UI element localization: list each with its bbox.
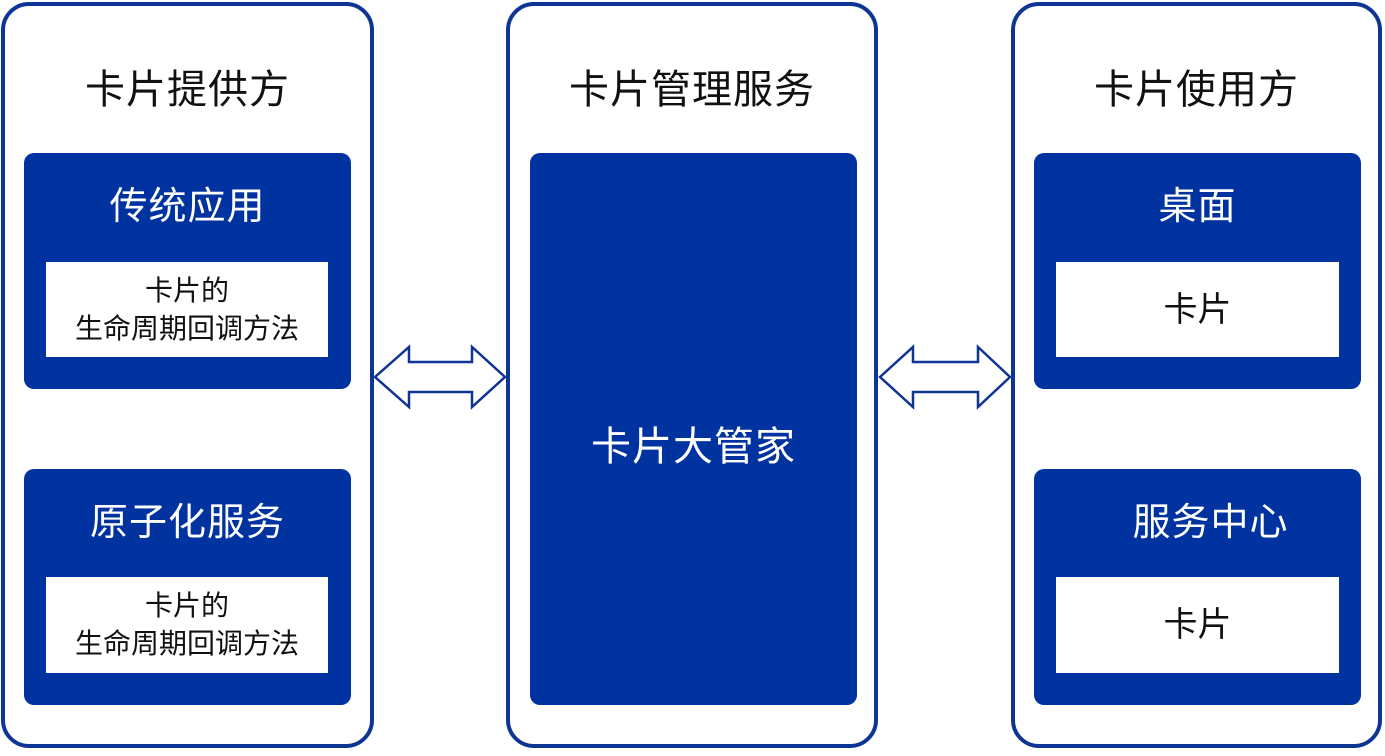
traditional-app-title: 传统应用 — [109, 184, 266, 228]
lifecycle-callback-line2: 生命周期回调方法 — [74, 627, 299, 660]
service-center-card: 服务中心 卡片 — [1034, 469, 1361, 705]
consumer-panel: 卡片使用方 桌面 卡片 服务中心 卡片 — [1011, 2, 1382, 748]
manager-title: 卡片管理服务 — [569, 67, 815, 113]
atomic-service-title: 原子化服务 — [89, 500, 285, 544]
manager-panel: 卡片管理服务 卡片大管家 — [506, 2, 878, 748]
lifecycle-callback-line2: 生命周期回调方法 — [74, 311, 299, 345]
bidirectional-arrow-icon — [878, 344, 1012, 410]
bidirectional-arrow-icon — [373, 344, 507, 410]
card-manager-label: 卡片大管家 — [591, 424, 796, 470]
provider-panel: 卡片提供方 传统应用 卡片的 生命周期回调方法 原子化服务 卡片的 生命周期回调… — [1, 2, 374, 748]
widget-box: 卡片 — [1056, 262, 1339, 357]
lifecycle-callback-box: 卡片的 生命周期回调方法 — [46, 262, 328, 357]
service-center-title: 服务中心 — [1132, 500, 1289, 544]
lifecycle-callback-line1: 卡片的 — [144, 273, 229, 307]
atomic-service-card: 原子化服务 卡片的 生命周期回调方法 — [24, 469, 351, 705]
widget-label: 卡片 — [1163, 289, 1232, 330]
lifecycle-callback-line1: 卡片的 — [144, 589, 229, 622]
lifecycle-callback-box: 卡片的 生命周期回调方法 — [46, 577, 328, 673]
widget-label: 卡片 — [1163, 605, 1232, 645]
desktop-card: 桌面 卡片 — [1034, 153, 1361, 389]
traditional-app-card: 传统应用 卡片的 生命周期回调方法 — [24, 153, 351, 389]
consumer-title: 卡片使用方 — [1094, 67, 1299, 113]
provider-title: 卡片提供方 — [85, 67, 290, 113]
widget-box: 卡片 — [1056, 577, 1339, 673]
card-manager-block: 卡片大管家 — [530, 153, 857, 705]
desktop-title: 桌面 — [1158, 184, 1237, 228]
